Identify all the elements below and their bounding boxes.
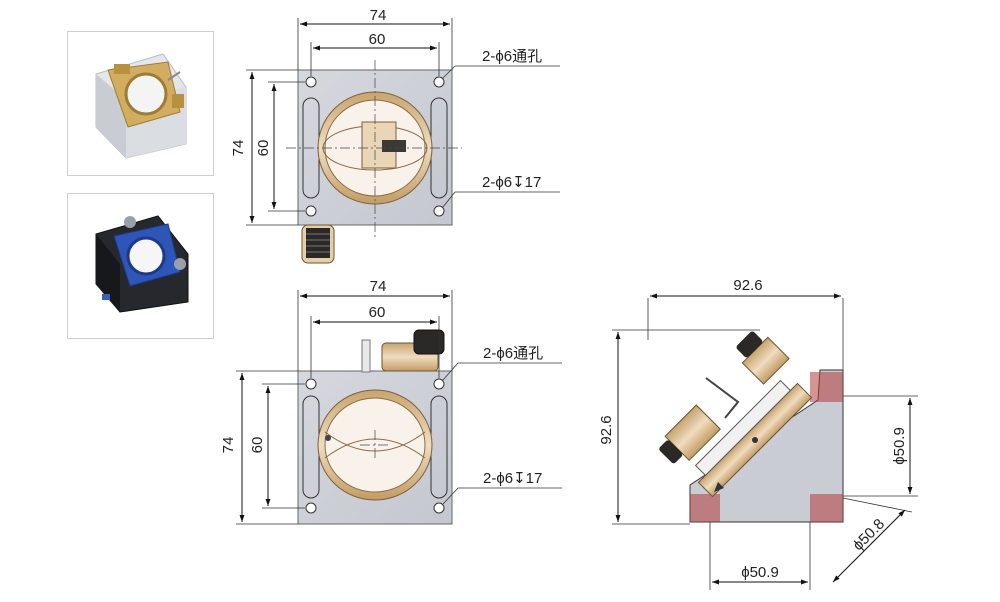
bottom-dim-width-60: 60 [369,304,386,321]
side-view: 92.6 92.6 ϕ50.9 ϕ50.8 ϕ50.9 [598,277,918,590]
bottom-dim-width-74: 74 [370,278,387,295]
product-photo-black [67,193,214,339]
top-dim-width-60: 60 [369,31,386,48]
top-view: 74 60 74 60 2-ϕ6通孔 2-ϕ6↧17 [230,7,560,264]
side-dim-dia-right: ϕ50.9 [891,427,908,465]
side-dim-width: 92.6 [733,277,762,294]
side-dim-dia-diagonal: ϕ50.8 [850,516,889,555]
top-dim-height-60: 60 [255,140,272,157]
top-dim-width-74: 74 [370,7,387,24]
bottom-dim-height-74: 74 [220,437,237,454]
top-dim-height-74: 74 [230,140,247,157]
bottom-label-through-hole: 2-ϕ6通孔 [483,345,543,362]
hole-icon [305,76,317,88]
bottom-dim-height-60: 60 [249,437,266,454]
bottom-label-depth-hole: 2-ϕ6↧17 [483,470,542,487]
side-dim-height: 92.6 [598,415,615,444]
top-label-through-hole: 2-ϕ6通孔 [482,48,542,65]
bottom-view: 74 60 74 60 2-ϕ6通孔 2-ϕ6↧17 [220,278,562,525]
product-photo-gold [67,31,214,176]
top-label-depth-hole: 2-ϕ6↧17 [482,174,541,191]
side-dim-dia-bottom: ϕ50.9 [741,564,779,581]
